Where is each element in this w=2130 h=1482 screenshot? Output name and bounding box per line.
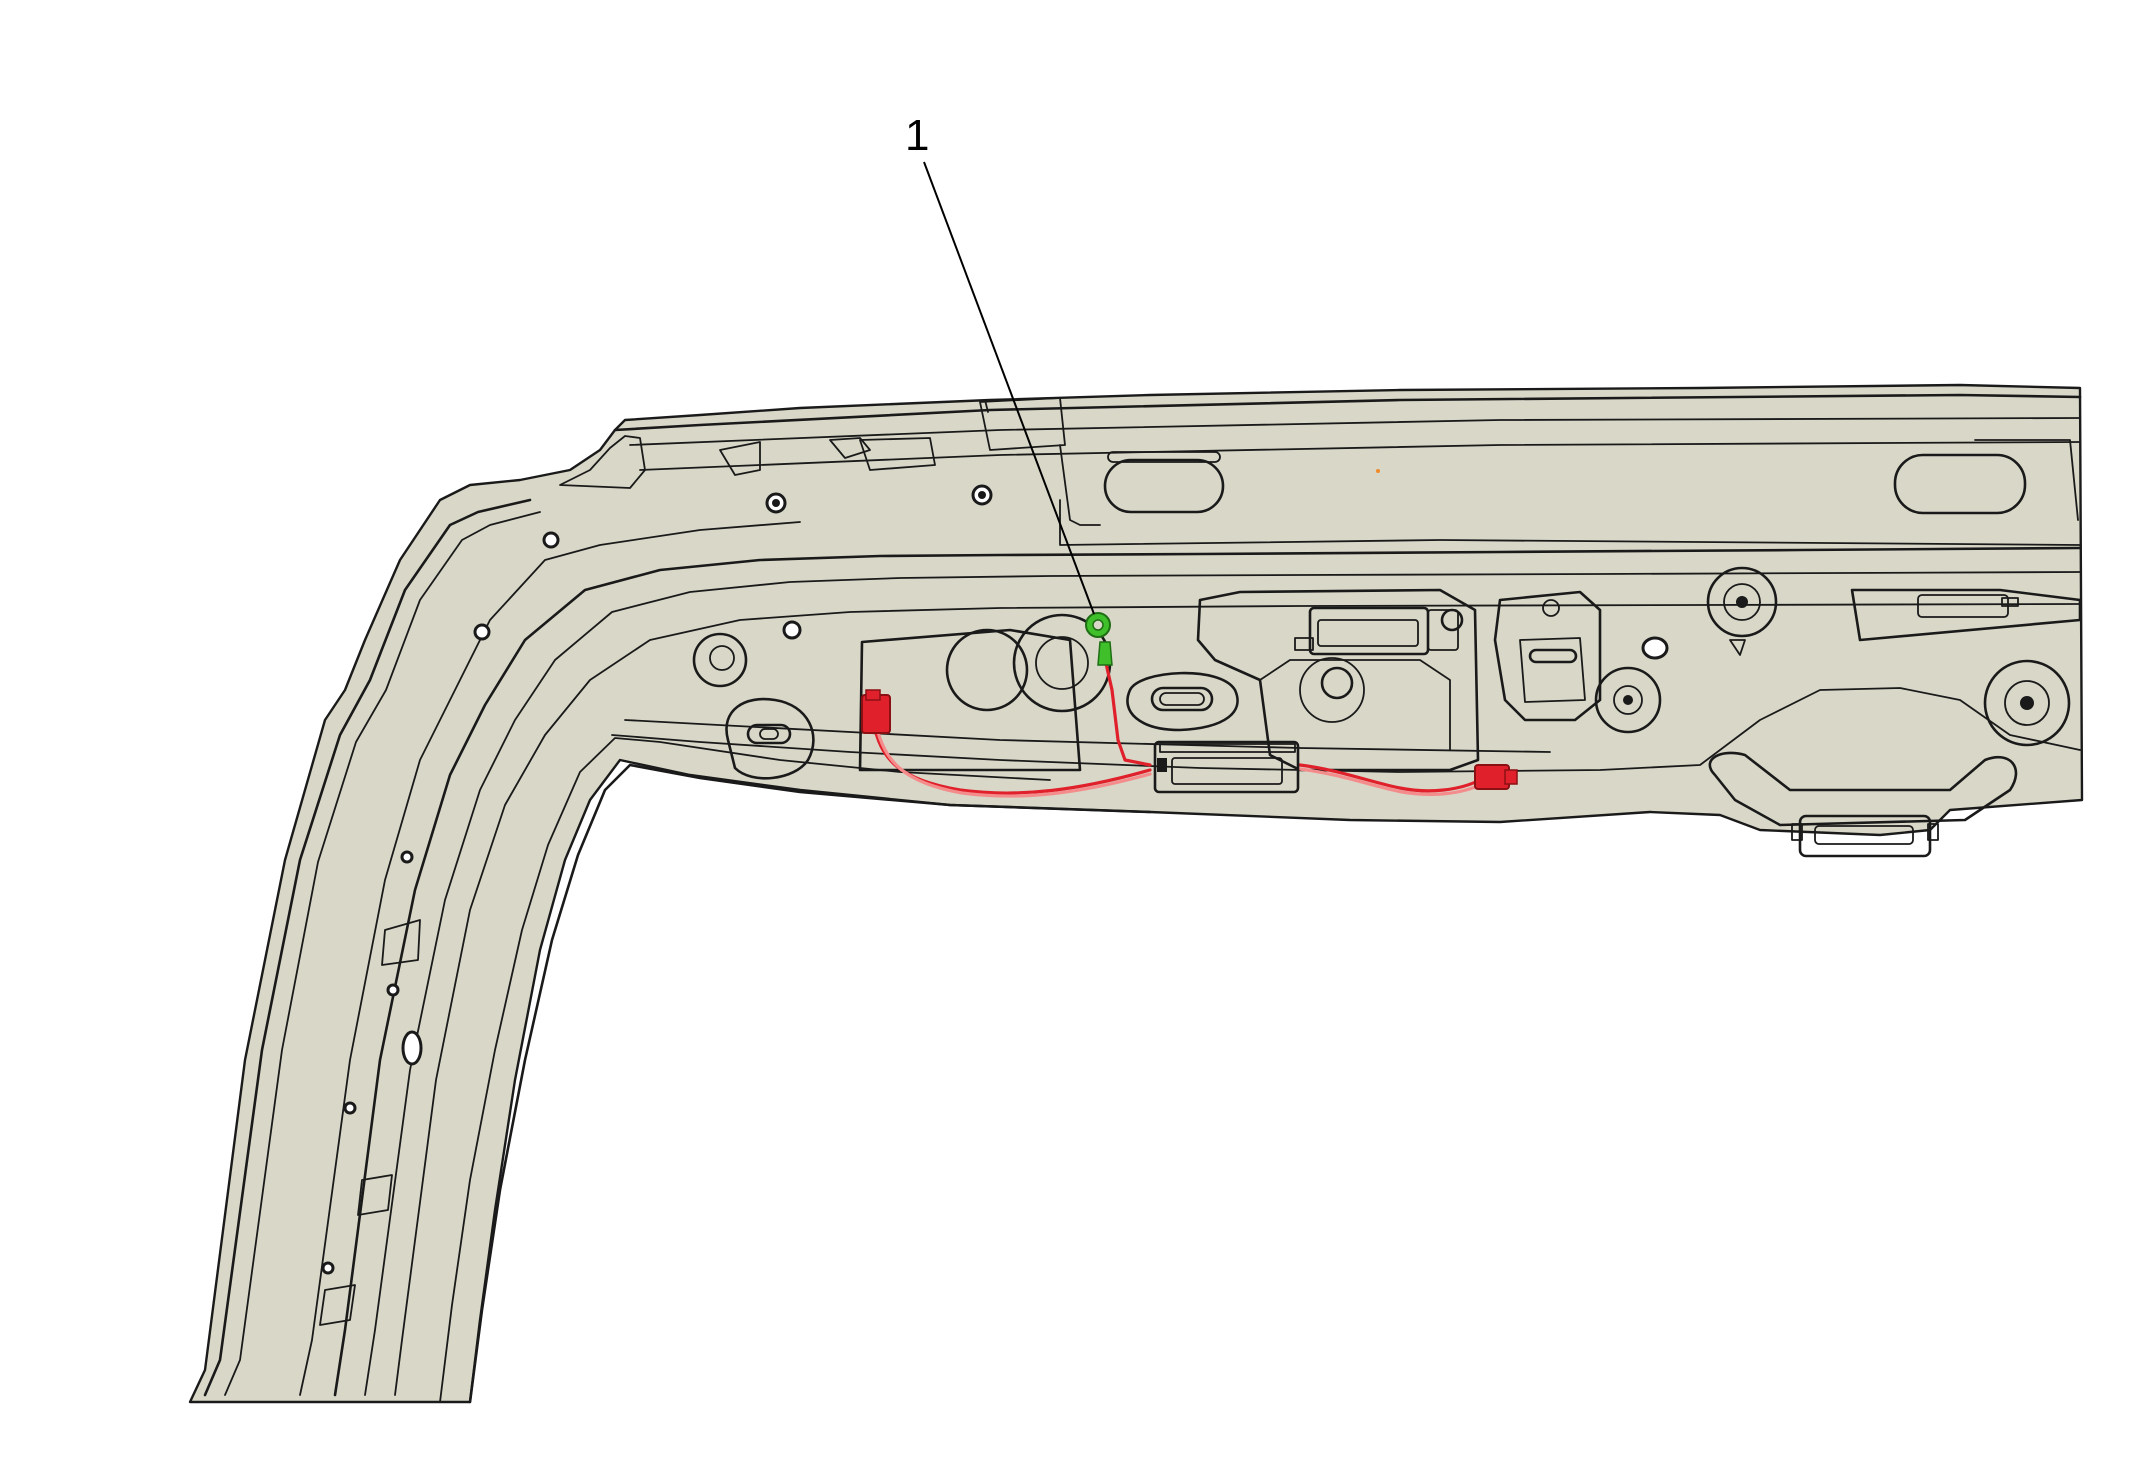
harness-wire-right bbox=[1298, 763, 1482, 793]
ground-terminal bbox=[1085, 612, 1113, 666]
harness-connector-left bbox=[861, 689, 891, 734]
left-grommet bbox=[725, 697, 815, 780]
pillar-hole-2 bbox=[386, 983, 400, 997]
left-boss bbox=[692, 632, 748, 688]
center-slot-grommet bbox=[1126, 671, 1239, 732]
pillar-hole-1 bbox=[400, 850, 414, 864]
rail-hole-2 bbox=[971, 484, 993, 506]
fastener-boss-2 bbox=[1706, 566, 1778, 638]
liftgate-latch-housing bbox=[1196, 588, 1480, 772]
pull-handle bbox=[1708, 751, 2018, 827]
fastener-boss-3 bbox=[1983, 659, 2071, 747]
license-lamp-right bbox=[1791, 814, 1939, 858]
pillar-hole-3 bbox=[401, 1030, 423, 1066]
callout-1: 1 bbox=[905, 111, 1095, 615]
rail-hole-3 bbox=[542, 531, 560, 549]
liftgate-inner-panel bbox=[188, 383, 2084, 1404]
harness-connector-right bbox=[1474, 764, 1518, 790]
pillar-hole-5 bbox=[321, 1261, 335, 1275]
harness-wire-ground bbox=[1101, 648, 1152, 767]
small-hole-right bbox=[1641, 636, 1669, 660]
callout-leader-line bbox=[923, 161, 1095, 615]
fastener-boss-1 bbox=[1594, 666, 1662, 734]
reference-dot bbox=[1376, 469, 1380, 473]
medium-boss bbox=[945, 628, 1029, 712]
rail-hole-5 bbox=[782, 620, 802, 640]
wiring-harness bbox=[861, 648, 1518, 798]
upper-slot-right bbox=[1893, 453, 2027, 515]
callout-label: 1 bbox=[905, 111, 929, 160]
latch-bracket bbox=[1493, 590, 1602, 722]
rail-hole-4 bbox=[473, 623, 491, 641]
rail-hole-1 bbox=[765, 492, 787, 514]
license-lamp-center bbox=[1153, 740, 1300, 794]
upper-slot-left bbox=[1103, 451, 1225, 514]
harness-wire-left bbox=[871, 718, 1152, 795]
pillar-hole-4 bbox=[343, 1101, 357, 1115]
